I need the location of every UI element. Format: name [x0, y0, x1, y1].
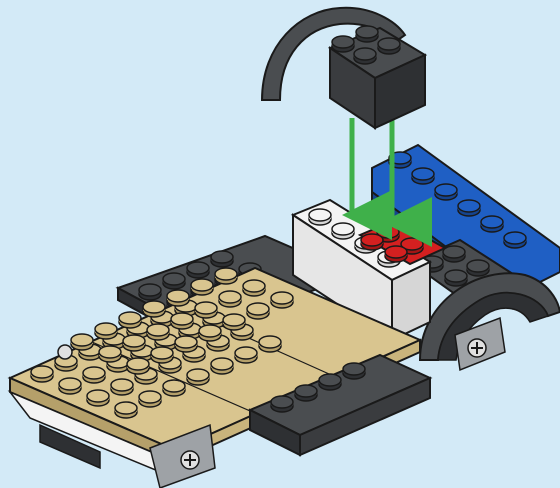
- stud: [258, 335, 282, 353]
- stud: [331, 222, 355, 240]
- stud: [186, 261, 210, 279]
- axle-wheel-holder-left: [149, 423, 216, 488]
- stud: [360, 233, 384, 251]
- stud: [442, 245, 466, 263]
- stud: [270, 395, 294, 413]
- stud: [234, 346, 258, 364]
- stud: [480, 215, 504, 233]
- stud: [70, 333, 94, 351]
- stud: [174, 335, 198, 353]
- stud: [331, 35, 355, 53]
- stud: [142, 300, 166, 318]
- stud: [58, 377, 82, 395]
- stud: [342, 362, 366, 380]
- stud: [194, 301, 218, 319]
- stud: [270, 291, 294, 309]
- stud: [318, 373, 342, 391]
- stud: [182, 345, 206, 363]
- stud: [162, 379, 186, 397]
- stud: [150, 346, 174, 364]
- stud: [294, 384, 318, 402]
- stud: [198, 324, 222, 342]
- stud: [98, 345, 122, 363]
- stud: [122, 334, 146, 352]
- stud: [82, 366, 106, 384]
- stud: [138, 283, 162, 301]
- stud: [353, 47, 377, 65]
- stud: [138, 390, 162, 408]
- dark-gray-front-plate: [247, 353, 433, 457]
- stud: [411, 167, 435, 185]
- axle-wheel-holder-right: [454, 316, 506, 372]
- stud: [30, 365, 54, 383]
- placement-arrows: [342, 110, 432, 247]
- axle-stub-left: [57, 344, 73, 360]
- stud: [466, 259, 490, 277]
- stud: [444, 269, 468, 287]
- stud: [114, 401, 138, 419]
- stud: [94, 322, 118, 340]
- stud: [210, 250, 234, 268]
- stud: [162, 272, 186, 290]
- stud: [242, 279, 266, 297]
- stud: [190, 278, 214, 296]
- stud: [210, 357, 234, 375]
- stud: [110, 378, 134, 396]
- stud: [146, 323, 170, 341]
- stud: [218, 290, 242, 308]
- stud: [186, 368, 210, 386]
- stud: [222, 313, 246, 331]
- stud: [308, 208, 332, 226]
- stud: [503, 231, 527, 249]
- stud: [118, 311, 142, 329]
- falling-2x2-dark-gray-brick: [327, 25, 428, 130]
- stud: [377, 37, 401, 55]
- stud: [214, 267, 238, 285]
- stud: [166, 289, 190, 307]
- stud: [126, 357, 150, 375]
- dark-gray-fender-arch-left: [260, 6, 407, 101]
- stud: [384, 245, 408, 263]
- stud: [170, 312, 194, 330]
- stud: [246, 302, 270, 320]
- stud: [355, 25, 379, 43]
- stud: [434, 183, 458, 201]
- stud: [86, 389, 110, 407]
- stud: [457, 199, 481, 217]
